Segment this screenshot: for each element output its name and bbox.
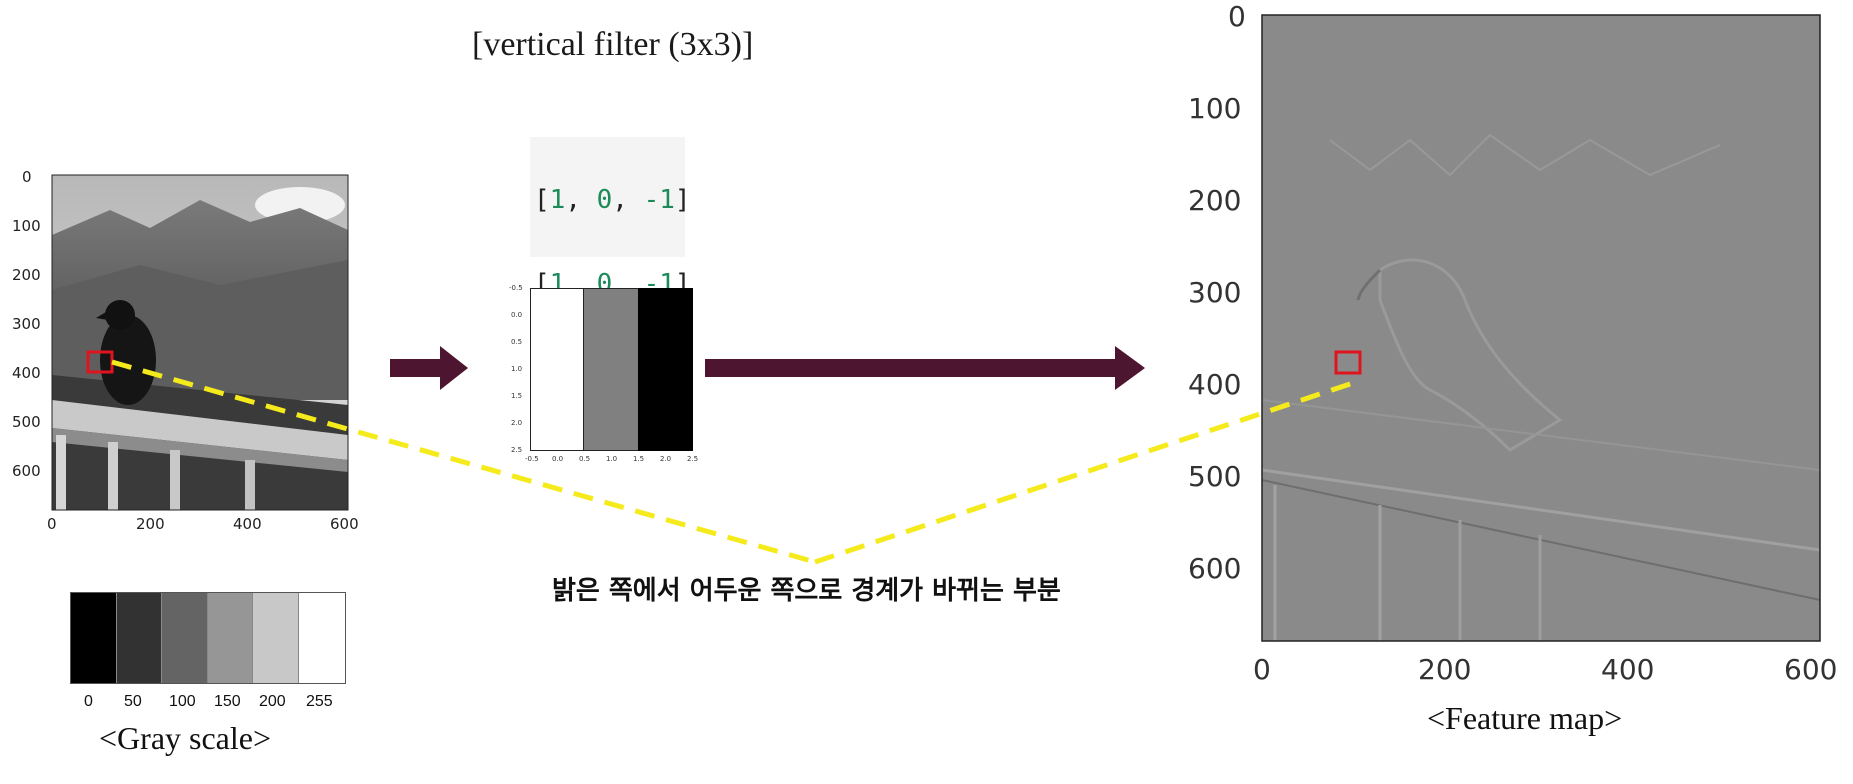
gray-swatch xyxy=(71,593,117,683)
y-tick: 200 xyxy=(12,266,41,284)
x-tick: 400 xyxy=(233,515,262,533)
filter-code-block: [1, 0, -1] [1, 0, -1] [1, 0, -1] xyxy=(530,137,691,383)
x-tick: 0.0 xyxy=(552,455,564,463)
y-tick: 0.5 xyxy=(511,338,523,346)
edge-note: 밝은 쪽에서 어두운 쪽으로 경계가 바뀌는 부분 xyxy=(552,576,1061,606)
filter-value: 0 xyxy=(596,185,613,215)
y-tick: 500 xyxy=(1188,460,1242,493)
arrow-short xyxy=(390,346,468,390)
y-tick: 2.0 xyxy=(511,419,523,427)
filter-col-black xyxy=(638,288,693,451)
x-tick: 0.5 xyxy=(579,455,591,463)
gray-swatch xyxy=(162,593,208,683)
arrow-long xyxy=(705,346,1145,390)
x-tick: 1.0 xyxy=(606,455,618,463)
y-tick: 300 xyxy=(1188,276,1242,309)
y-tick: 200 xyxy=(1188,184,1242,217)
gray-level-label: 100 xyxy=(169,693,196,710)
y-tick: 0 xyxy=(22,168,32,186)
y-tick: 300 xyxy=(12,315,41,333)
y-tick: 2.5 xyxy=(511,446,523,454)
y-tick: 100 xyxy=(1188,92,1242,125)
y-tick: 0 xyxy=(1228,0,1246,33)
x-tick: 0 xyxy=(47,515,57,533)
grayscale-image-panel: 0 100 200 300 400 500 600 0 200 400 600 xyxy=(0,160,360,540)
x-tick: 2.5 xyxy=(687,455,699,463)
y-tick: 1.0 xyxy=(511,365,523,373)
y-tick: 400 xyxy=(12,364,41,382)
filter-col-white xyxy=(530,288,584,451)
filter-plot: -0.5 0.0 0.5 1.0 1.5 2.0 2.5 -0.5 0.0 0.… xyxy=(505,280,705,470)
gray-swatch xyxy=(299,593,345,683)
y-tick: 500 xyxy=(12,413,41,431)
x-tick: 2.0 xyxy=(660,455,672,463)
x-tick: 1.5 xyxy=(633,455,645,463)
y-tick: 400 xyxy=(1188,368,1242,401)
x-tick: 600 xyxy=(1784,653,1838,686)
filter-value: 1 xyxy=(549,185,566,215)
y-tick: 600 xyxy=(1188,552,1242,585)
x-tick: 200 xyxy=(136,515,165,533)
grayscale-photo xyxy=(51,174,349,511)
y-tick: 100 xyxy=(12,217,41,235)
gray-level-label: 255 xyxy=(306,693,333,710)
feature-map-image xyxy=(1261,14,1821,642)
gray-swatch xyxy=(117,593,162,683)
diagram-title: [vertical filter (3x3)] xyxy=(472,26,754,63)
gray-level-label: 200 xyxy=(259,693,286,710)
filter-value: -1 xyxy=(643,185,675,215)
highlight-box-right xyxy=(1334,350,1362,375)
x-tick: 600 xyxy=(330,515,359,533)
gray-scale-caption: <Gray scale> xyxy=(99,720,272,756)
y-tick: 0.0 xyxy=(511,311,523,319)
gray-level-label: 50 xyxy=(124,693,142,710)
gray-swatch xyxy=(253,593,299,683)
gray-level-label: 150 xyxy=(214,693,241,710)
gray-level-label: 0 xyxy=(84,693,93,710)
feature-map-panel: 0 100 200 300 400 500 600 0 200 400 600 xyxy=(1180,0,1853,690)
x-tick: 0 xyxy=(1253,653,1271,686)
y-tick: -0.5 xyxy=(509,284,523,292)
gray-swatch xyxy=(208,593,253,683)
x-tick: 400 xyxy=(1601,653,1655,686)
y-tick: 1.5 xyxy=(511,392,523,400)
x-tick: -0.5 xyxy=(525,455,539,463)
y-tick: 600 xyxy=(12,462,41,480)
filter-row: [1, 0, -1] xyxy=(534,185,691,215)
gray-scale-bar xyxy=(70,592,346,684)
filter-col-gray xyxy=(584,288,638,451)
x-tick: 200 xyxy=(1418,653,1472,686)
feature-map-caption: <Feature map> xyxy=(1427,700,1623,736)
